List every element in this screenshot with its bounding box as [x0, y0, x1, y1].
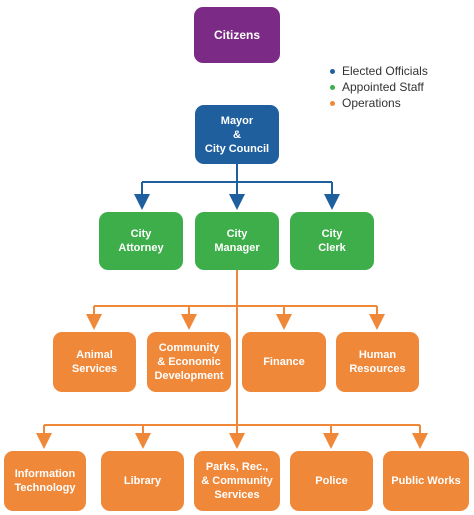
legend-item-elected: Elected Officials — [330, 63, 428, 79]
node-community-economic-development: Community & Economic Development — [147, 332, 231, 392]
node-police: Police — [290, 451, 373, 511]
node-finance: Finance — [242, 332, 326, 392]
legend-dot-orange-icon — [330, 100, 335, 106]
node-city-manager: City Manager — [195, 212, 279, 270]
legend: Elected Officials Appointed Staff Operat… — [330, 63, 428, 111]
node-human-resources: Human Resources — [336, 332, 419, 392]
node-animal-services: Animal Services — [53, 332, 136, 392]
node-public-works: Public Works — [383, 451, 469, 511]
node-mayor-city-council: Mayor & City Council — [195, 105, 279, 164]
legend-label: Appointed Staff — [342, 80, 424, 94]
elected-connectors — [134, 164, 340, 210]
legend-item-appointed: Appointed Staff — [330, 79, 428, 95]
node-city-attorney: City Attorney — [99, 212, 183, 270]
legend-dot-blue-icon — [330, 68, 335, 74]
legend-label: Operations — [342, 96, 401, 110]
node-library: Library — [101, 451, 184, 511]
legend-item-operations: Operations — [330, 95, 428, 111]
node-city-clerk: City Clerk — [290, 212, 374, 270]
node-information-technology: Information Technology — [4, 451, 86, 511]
legend-label: Elected Officials — [342, 64, 428, 78]
legend-dot-green-icon — [330, 84, 335, 90]
operations-connectors — [36, 270, 428, 449]
node-citizens: Citizens — [194, 7, 280, 63]
node-parks-rec-community-services: Parks, Rec., & Community Services — [194, 451, 280, 511]
